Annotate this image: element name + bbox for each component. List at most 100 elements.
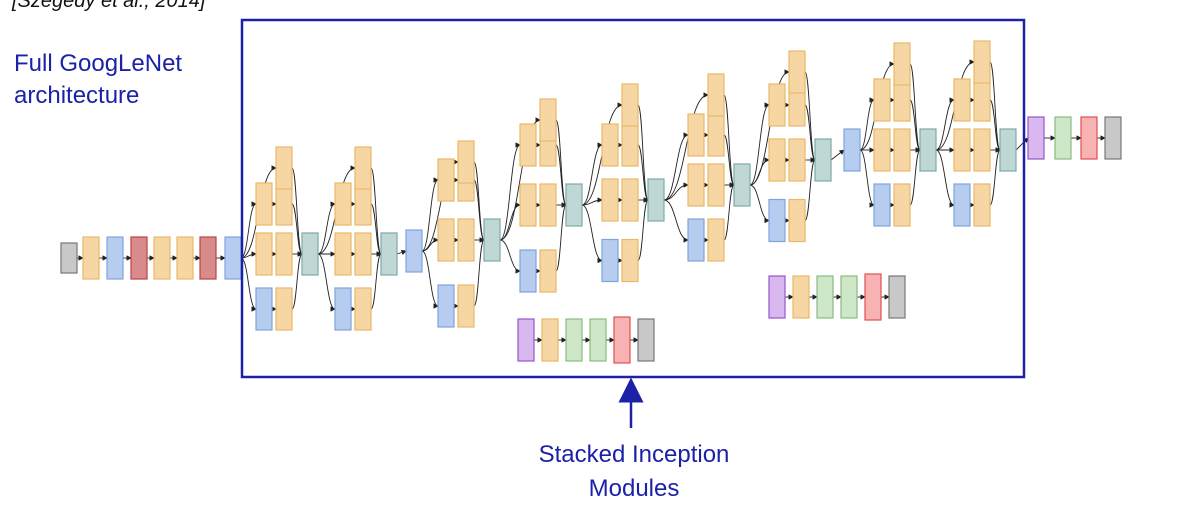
connection-edge xyxy=(370,167,382,257)
inception-module-1-conv-1x1 xyxy=(275,146,293,190)
edges xyxy=(77,59,1106,343)
inception-module-3-conv-1x1 xyxy=(457,140,475,184)
inception-module-4-conv xyxy=(539,249,557,293)
inception-module-1-conv xyxy=(255,232,273,276)
connection-edge xyxy=(473,179,485,243)
connection-edge xyxy=(909,147,921,206)
connection-edge xyxy=(473,237,485,307)
inception-module-5-conv xyxy=(621,238,639,283)
aux-classifier-1-fc xyxy=(589,318,607,362)
output-layer-softmax xyxy=(1080,116,1098,160)
inception-module-6-conv xyxy=(687,113,705,157)
inception-module-7-pool xyxy=(768,198,786,243)
inception-module-9-conv xyxy=(973,128,991,172)
inception-module-9-conv-1x1 xyxy=(973,40,991,84)
connection-edge xyxy=(663,199,689,243)
connection-edge xyxy=(830,149,845,161)
inception-module-1-conv xyxy=(255,182,273,226)
stem-layer-conv xyxy=(82,236,100,280)
aux-classifier-1-softmax xyxy=(613,316,631,364)
inception-module-9-pool xyxy=(953,183,971,227)
inception-module-5-conv-1x1 xyxy=(621,83,639,127)
inception-module-8-pool xyxy=(873,183,891,227)
inception-module-3-conv xyxy=(437,218,455,262)
inception-module-4-conv xyxy=(539,183,557,227)
aux-classifier-2-fc xyxy=(840,275,858,319)
citation: [Szegedy et al., 2014] xyxy=(12,0,206,12)
title-line-1: Full GoogLeNet xyxy=(14,50,183,77)
connection-edge xyxy=(749,184,770,224)
connection-edge xyxy=(317,201,336,255)
connection-edge xyxy=(723,94,735,188)
inception-module-8-conv xyxy=(873,78,891,122)
aux-classifier-1-conv xyxy=(541,318,559,362)
output-layer-fc xyxy=(1054,116,1072,160)
inception-module-8-conv xyxy=(893,183,911,227)
inception-module-3-concat xyxy=(483,218,501,262)
connection-edge xyxy=(935,97,955,151)
inception-module-2-pool xyxy=(334,287,352,331)
connection-edge xyxy=(749,69,790,186)
inception-module-7-concat xyxy=(814,138,832,182)
stem-layer-pool xyxy=(224,236,242,280)
connection-edge xyxy=(499,239,521,274)
inception-module-6-conv xyxy=(707,113,725,157)
inception-module-1-concat xyxy=(301,232,319,276)
inception-module-2-concat xyxy=(380,232,398,276)
connection-edge xyxy=(499,142,521,241)
aux-classifier-1-input xyxy=(637,318,655,362)
connection-edge xyxy=(1015,137,1029,151)
connection-edge xyxy=(804,157,816,221)
inception-module-4-conv xyxy=(519,123,537,167)
inception-module-5-conv xyxy=(601,178,619,222)
stem-layer-norm xyxy=(130,236,148,280)
inception-module-2-conv xyxy=(354,287,372,331)
connection-edge xyxy=(291,167,303,257)
output-layer-input xyxy=(1104,116,1122,160)
connection-edge xyxy=(804,71,816,163)
connection-edge xyxy=(637,104,649,203)
inception-module-3-conv xyxy=(457,284,475,328)
connection-edge xyxy=(421,250,439,309)
connection-edge xyxy=(396,249,407,255)
inception-module-4-conv-1x1 xyxy=(539,98,557,142)
inception-module-2-conv xyxy=(354,232,372,276)
inception-module-3-pool xyxy=(437,284,455,328)
inception-module-6-conv xyxy=(707,218,725,262)
title-line-2: architecture xyxy=(14,82,140,109)
connection-edge xyxy=(499,202,521,241)
max-pool-layer xyxy=(405,229,423,273)
inception-module-6-conv xyxy=(707,163,725,207)
inception-module-5-conv xyxy=(621,178,639,222)
connection-edge xyxy=(555,119,567,208)
connection-edge xyxy=(637,197,649,261)
aux-classifier-2-softmax xyxy=(864,273,882,321)
connection-edge xyxy=(859,97,875,151)
inception-module-3-conv xyxy=(437,158,455,202)
inception-module-9-conv xyxy=(973,78,991,122)
connection-edge xyxy=(555,144,567,208)
inception-module-2-conv-1x1 xyxy=(354,146,372,190)
inception-module-5-conv xyxy=(601,123,619,167)
connection-edge xyxy=(859,149,875,208)
inception-module-4-concat xyxy=(565,183,583,227)
inception-module-7-conv xyxy=(768,83,786,127)
stem-layer-pool xyxy=(106,236,124,280)
inception-module-5-conv xyxy=(621,123,639,167)
inception-module-6-conv xyxy=(687,163,705,207)
inception-module-6-concat xyxy=(733,163,751,207)
inception-module-7-conv-1x1 xyxy=(788,50,806,94)
connection-edge xyxy=(473,161,485,243)
layers xyxy=(60,40,1122,364)
inception-module-6-conv-1x1 xyxy=(707,73,725,117)
stem-layer-conv xyxy=(153,236,171,280)
aux-classifier-1-fc xyxy=(565,318,583,362)
connection-edge xyxy=(723,182,735,241)
connection-edge xyxy=(291,251,303,310)
inception-module-3-conv xyxy=(457,218,475,262)
inception-module-7-conv xyxy=(788,138,806,182)
max-pool-layer xyxy=(843,128,861,172)
inception-module-8-conv-1x1 xyxy=(893,42,911,86)
stem-layer-input xyxy=(60,242,78,274)
inception-module-2-conv xyxy=(334,232,352,276)
